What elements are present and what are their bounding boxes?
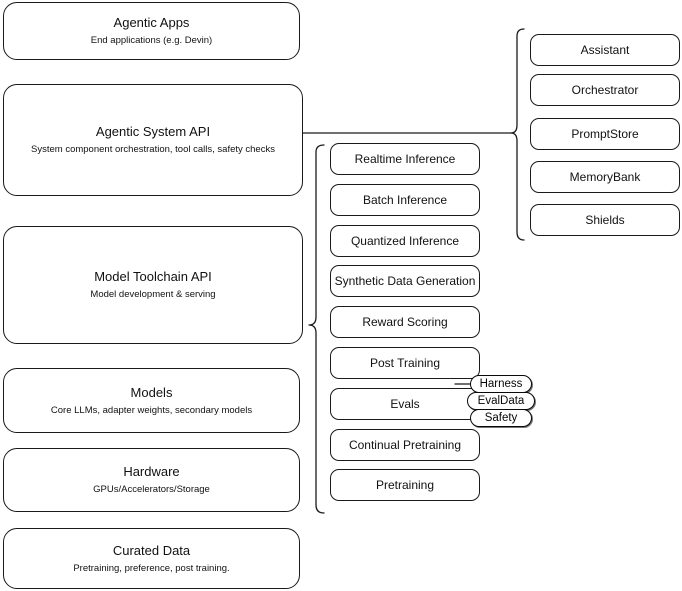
stack-layer-subtitle: End applications (e.g. Devin)	[90, 35, 213, 46]
stack-layer-subtitle: Core LLMs, adapter weights, secondary mo…	[50, 404, 253, 416]
stack-layer-title: Curated Data	[112, 542, 191, 558]
stack-layer-models[interactable]: Models Core LLMs, adapter weights, secon…	[3, 368, 300, 433]
agentic-component-orchestrator[interactable]: Orchestrator	[530, 74, 680, 106]
stack-layer-title: Hardware	[123, 464, 180, 479]
toolchain-component-label: Quantized Inference	[350, 233, 460, 248]
agentic-component-assistant[interactable]: Assistant	[530, 34, 680, 66]
stack-layer-title: Model Toolchain API	[94, 269, 212, 284]
stack-layer-hardware[interactable]: Hardware GPUs/Accelerators/Storage	[3, 448, 300, 512]
toolchain-component-label: Evals	[390, 396, 420, 411]
stack-layer-title: Models	[130, 384, 173, 400]
agentic-component-label: Shields	[585, 212, 625, 227]
toolchain-component-label: Pretraining	[375, 477, 435, 492]
toolchain-components-brace	[308, 144, 325, 514]
toolchain-component-quantized-inference[interactable]: Quantized Inference	[330, 225, 480, 257]
stack-layer-curated-data[interactable]: Curated Data Pretraining, preference, po…	[3, 528, 300, 589]
agentic-component-shields[interactable]: Shields	[530, 204, 680, 236]
toolchain-component-batch-inference[interactable]: Batch Inference	[330, 184, 480, 216]
toolchain-component-pretraining[interactable]: Pretraining	[330, 469, 480, 501]
stack-layer-agentic-apps[interactable]: Agentic Apps End applications (e.g. Devi…	[3, 2, 300, 60]
stack-layer-title: Agentic System API	[95, 124, 211, 139]
stack-layer-subtitle: Pretraining, preference, post training.	[73, 562, 230, 574]
stack-layer-subtitle: GPUs/Accelerators/Storage	[93, 484, 210, 495]
agentic-component-label: Assistant	[580, 42, 630, 57]
toolchain-component-label: Reward Scoring	[362, 314, 448, 329]
eval-subcomponent-safety[interactable]: Safety	[470, 409, 532, 427]
agentic-component-promptstore[interactable]: PromptStore	[530, 118, 680, 150]
toolchain-component-label: Post Training	[369, 355, 441, 370]
stack-layer-agentic-system-api[interactable]: Agentic System API System component orch…	[3, 84, 303, 196]
toolchain-component-label: Continual Pretraining	[348, 437, 462, 452]
toolchain-component-evals[interactable]: Evals	[330, 388, 480, 420]
agentic-component-label: Orchestrator	[571, 82, 639, 97]
agentic-component-memorybank[interactable]: MemoryBank	[530, 161, 680, 193]
stack-layer-subtitle: System component orchestration, tool cal…	[31, 144, 275, 155]
toolchain-component-continual-pretraining[interactable]: Continual Pretraining	[330, 429, 480, 461]
stack-layer-model-toolchain-api[interactable]: Model Toolchain API Model development & …	[3, 226, 303, 344]
eval-subcomponent-evaldata[interactable]: EvalData	[467, 392, 535, 410]
eval-subcomponent-harness[interactable]: Harness	[470, 375, 532, 393]
toolchain-component-reward-scoring[interactable]: Reward Scoring	[330, 306, 480, 338]
stack-layer-subtitle: Model development & serving	[90, 289, 216, 300]
toolchain-component-label: Batch Inference	[362, 192, 448, 207]
eval-subcomponent-label: Harness	[479, 378, 523, 390]
toolchain-component-label: Synthetic Data Generation	[334, 273, 476, 288]
toolchain-component-label: Realtime Inference	[354, 151, 456, 166]
toolchain-component-synthetic-data-generation[interactable]: Synthetic Data Generation	[330, 265, 480, 297]
stack-layer-title: Agentic Apps	[113, 15, 190, 30]
agentic-components-brace	[510, 28, 525, 241]
toolchain-component-post-training[interactable]: Post Training	[330, 347, 480, 379]
eval-subcomponent-label: EvalData	[477, 395, 525, 407]
agentic-component-label: PromptStore	[571, 126, 639, 141]
toolchain-component-realtime-inference[interactable]: Realtime Inference	[330, 143, 480, 175]
agentic-component-label: MemoryBank	[569, 169, 641, 184]
eval-subcomponent-label: Safety	[484, 412, 518, 424]
